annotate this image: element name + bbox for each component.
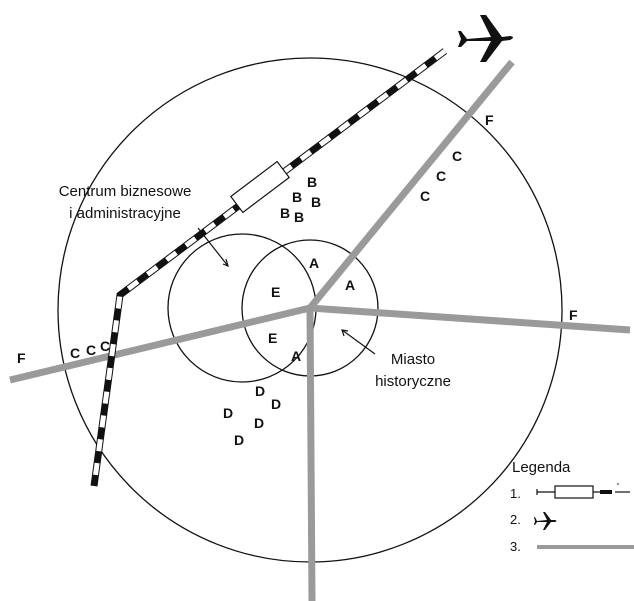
zone-a-label: A xyxy=(309,255,319,271)
zone-d-label: D xyxy=(254,415,264,431)
zone-f-label: F xyxy=(17,350,26,366)
zone-a-label: A xyxy=(345,277,355,293)
legend-title: Legenda xyxy=(512,459,571,476)
zone-c-label: C xyxy=(86,342,96,358)
zone-b-label: B xyxy=(307,174,317,190)
zone-f-label: F xyxy=(569,307,578,323)
legend: Legenda 1. 2. 3. xyxy=(510,459,634,554)
business-district-label: Centrum biznesowe xyxy=(59,183,192,200)
historic-city-label: historyczne xyxy=(375,373,451,390)
road-west xyxy=(9,304,311,384)
zone-d-label: D xyxy=(223,405,233,421)
zone-letters: A A A E E B B B B B C C C C C C D D D D … xyxy=(17,112,578,448)
zone-d-label: D xyxy=(271,396,281,412)
zone-d-label: D xyxy=(255,383,265,399)
zone-e-label: E xyxy=(271,284,280,300)
legend-item-1-number: 1. xyxy=(510,486,521,501)
zone-b-label: B xyxy=(294,209,304,225)
zone-c-label: C xyxy=(436,168,446,184)
zone-d-label: D xyxy=(234,432,244,448)
zone-f-label: F xyxy=(485,112,494,128)
legend-item-3-number: 3. xyxy=(510,539,521,554)
road-east xyxy=(309,304,631,334)
zone-b-label: B xyxy=(292,189,302,205)
airplane-icon xyxy=(458,15,513,62)
zone-c-label: C xyxy=(70,345,80,361)
zone-b-label: B xyxy=(280,205,290,221)
legend-airplane-icon xyxy=(534,512,557,530)
legend-railway-symbol xyxy=(536,483,630,499)
zone-c-label: C xyxy=(452,148,462,164)
railway-station xyxy=(229,160,291,214)
legend-item-2-number: 2. xyxy=(510,512,521,527)
road-south xyxy=(306,307,316,601)
railway-line xyxy=(90,48,448,487)
zone-c-label: C xyxy=(100,338,110,354)
historic-city-label: Miasto xyxy=(391,351,435,368)
zone-c-label: C xyxy=(420,188,430,204)
annotation-arrows xyxy=(197,227,376,355)
zone-e-label: E xyxy=(268,330,277,346)
road-north-east xyxy=(307,59,515,311)
roads xyxy=(9,59,631,601)
business-district-label: i administracyjne xyxy=(69,205,181,222)
zone-a-label: A xyxy=(291,348,301,364)
zone-b-label: B xyxy=(311,194,321,210)
